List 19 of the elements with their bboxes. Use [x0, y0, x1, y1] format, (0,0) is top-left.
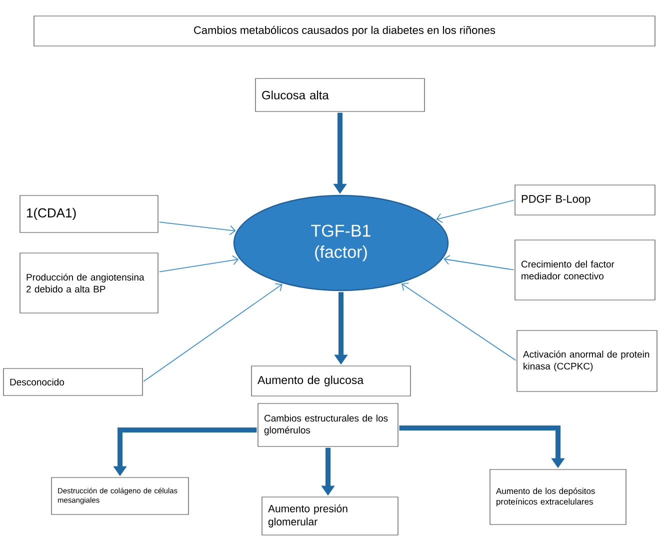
arrow	[401, 282, 516, 361]
text-box: Activación anormal de protein kinasa (CCPKC)	[516, 330, 658, 392]
text-box: Cambios estructurales de los glomérulos	[258, 403, 398, 447]
arrow	[158, 222, 236, 236]
text-box: Aumento de los depósitos proteínicos extracelulares	[490, 469, 626, 525]
title-box: Cambios metabólicos causados por la diabetes en los riñones	[34, 16, 656, 46]
arrow	[436, 200, 514, 223]
oval-node: TGF-B1 (factor)	[233, 194, 449, 292]
text-box: PDGF B-Loop	[514, 184, 656, 216]
text-box: Desconocido	[3, 368, 143, 396]
text-box: Producción de angiotensina 2 debido a alta BP	[20, 252, 158, 314]
arrow	[444, 254, 514, 270]
text-box: 1(CDA1)	[20, 195, 158, 233]
arrow	[158, 255, 239, 272]
text-box: Crecimiento del factor mediador conectivo	[514, 240, 656, 300]
text-box: Aumento presión glomerular	[262, 496, 398, 536]
text-box: Glucosa alta	[255, 78, 425, 112]
arrow	[143, 283, 282, 382]
text-box: Aumento de glucosa	[251, 366, 411, 396]
